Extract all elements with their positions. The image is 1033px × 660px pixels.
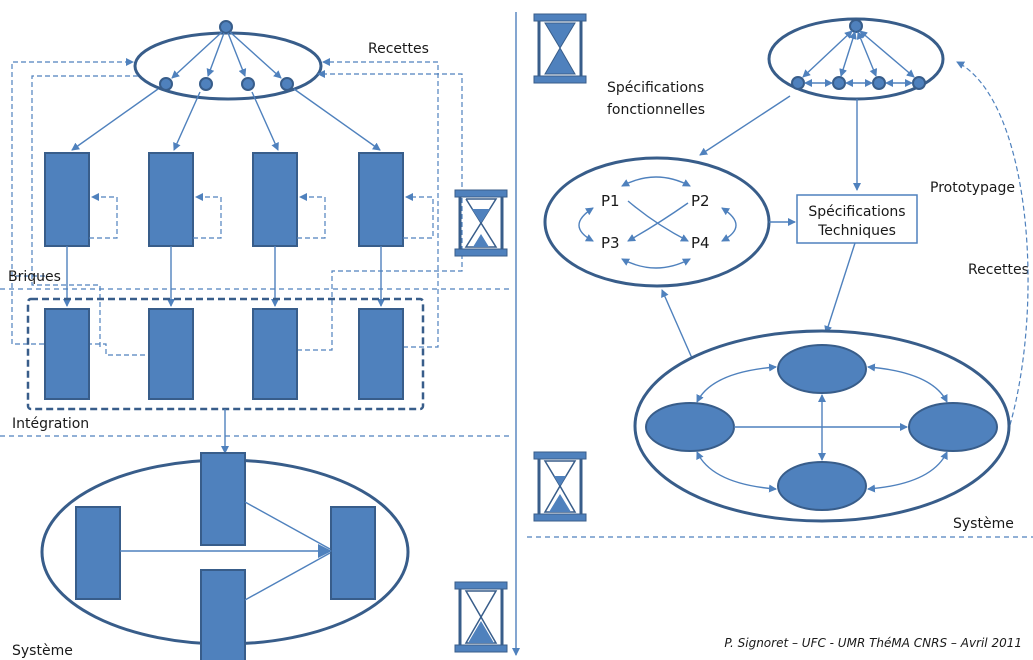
tree-root-node xyxy=(219,20,233,34)
brique-integree-2 xyxy=(148,308,194,400)
system-node-top xyxy=(777,344,867,394)
right-tree xyxy=(791,19,926,90)
left-recettes-tree xyxy=(133,20,323,101)
brique-3 xyxy=(252,152,298,247)
spec-fonc-label-2: fonctionnelles xyxy=(607,102,705,118)
footer-credit: P. Signoret – UFC - UMR ThéMA CNRS – Avr… xyxy=(724,636,1022,650)
spec-tech-box xyxy=(796,194,918,244)
brique-1 xyxy=(44,152,90,247)
recettes-right-label: Recettes xyxy=(968,262,1029,278)
p1-label: P1 xyxy=(601,192,620,210)
brique-4 xyxy=(358,152,404,247)
brique-2 xyxy=(148,152,194,247)
tree-leaf-node xyxy=(159,77,173,91)
briques-label: Briques xyxy=(8,269,61,285)
systeme-right-label: Système xyxy=(953,516,1014,532)
hourglass-icon xyxy=(454,189,508,257)
tree-leaf-node xyxy=(280,77,294,91)
system-block-bottom xyxy=(200,569,246,660)
spec-fonc-label-1: Spécifications xyxy=(607,80,704,96)
p2-label: P2 xyxy=(691,192,710,210)
hourglass-icon xyxy=(533,13,587,84)
system-node-bottom xyxy=(777,461,867,511)
integration-label: Intégration xyxy=(12,416,89,432)
tree-leaf-node xyxy=(241,77,255,91)
spec-tech-label-2: Techniques xyxy=(817,223,896,239)
brique-integree-3 xyxy=(252,308,298,400)
p4-label: P4 xyxy=(691,234,710,252)
system-block-left xyxy=(75,506,121,600)
brique-integree-4 xyxy=(358,308,404,400)
systeme-left-label: Système xyxy=(12,643,73,659)
process-interaction-arrows xyxy=(578,176,737,269)
hourglass-icon xyxy=(454,581,508,653)
recettes-left-label: Recettes xyxy=(368,41,429,57)
system-node-left xyxy=(645,402,735,452)
p3-label: P3 xyxy=(601,234,620,252)
system-block-right xyxy=(330,506,376,600)
tree-leaf-node xyxy=(199,77,213,91)
system-interaction-arrows xyxy=(696,363,948,493)
prototypage-label: Prototypage xyxy=(930,180,1015,196)
hourglass-icon xyxy=(533,451,587,522)
system-block-top xyxy=(200,452,246,546)
system-node-right xyxy=(908,402,998,452)
spec-tech-label-1: Spécifications xyxy=(808,204,905,220)
brique-integree-1 xyxy=(44,308,90,400)
